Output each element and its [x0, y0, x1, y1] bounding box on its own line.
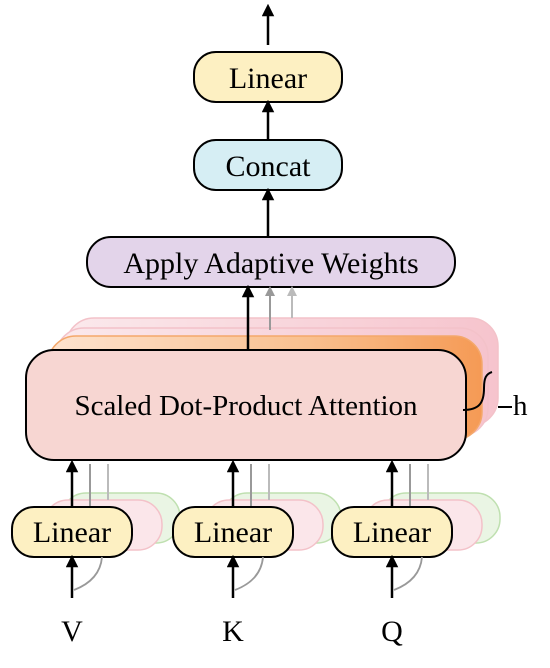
- heads-brace: [462, 371, 493, 411]
- adaptive-weights-label: Apply Adaptive Weights: [123, 247, 418, 280]
- input-linear-label: Linear: [194, 516, 272, 549]
- input-branch-curve: [234, 556, 264, 591]
- input-symbol-k: K: [222, 615, 244, 648]
- output-linear-box: Linear: [193, 51, 343, 103]
- input-symbol-v: V: [61, 615, 83, 648]
- attention-box: Scaled Dot-Product Attention: [25, 349, 467, 461]
- output-linear-label: Linear: [229, 62, 307, 95]
- attention-label: Scaled Dot-Product Attention: [74, 390, 418, 422]
- input-linear-label: Linear: [33, 516, 111, 549]
- concat-box: Concat: [193, 139, 343, 191]
- adaptive-weights-box: Apply Adaptive Weights: [86, 236, 456, 288]
- heads-label: h: [513, 390, 528, 422]
- input-branch-curve: [393, 556, 423, 591]
- input-linear-label: Linear: [353, 516, 431, 549]
- input-symbol-q: Q: [381, 615, 403, 648]
- input-branch-curve: [73, 556, 103, 591]
- concat-label: Concat: [226, 150, 312, 183]
